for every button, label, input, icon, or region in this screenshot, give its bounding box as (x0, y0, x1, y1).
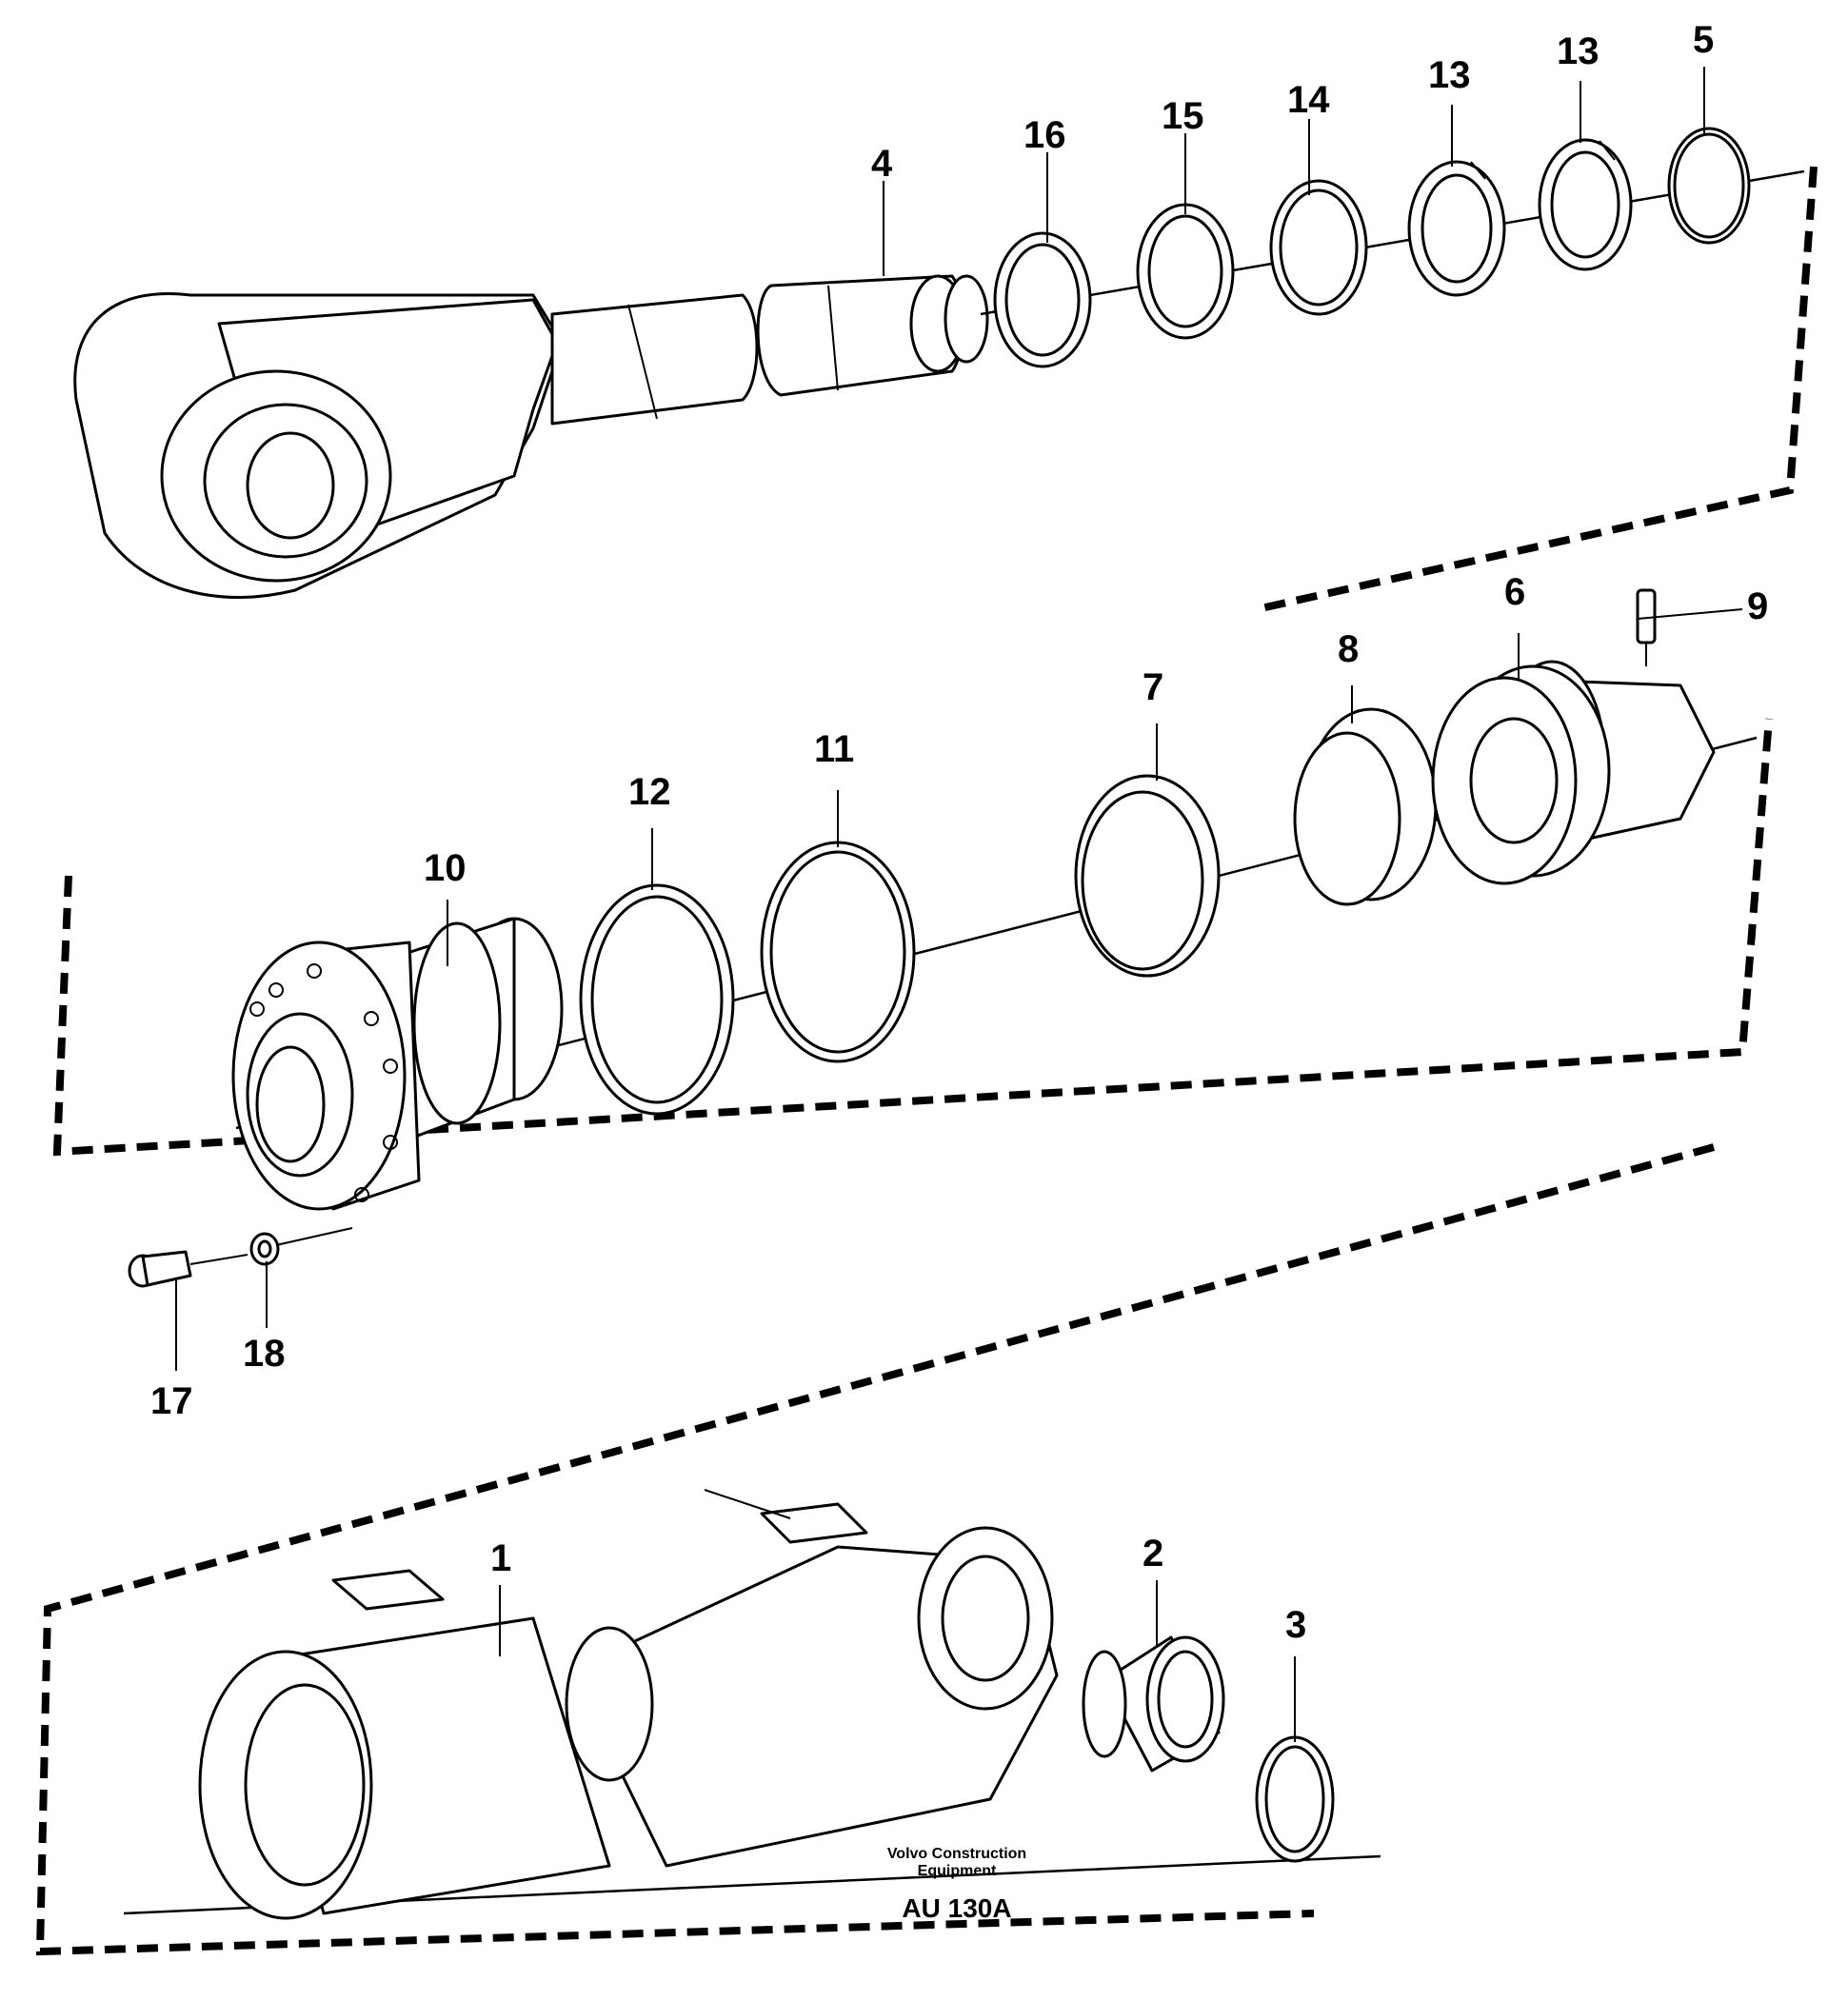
piston-rod-end-part-4 (756, 274, 989, 397)
callout-14: 14 (1287, 79, 1330, 121)
cylinder-tube-part-1 (198, 1489, 1059, 1920)
ring-5 (1667, 127, 1751, 245)
screw-part-17 (128, 1250, 248, 1288)
middle-group-frame (52, 718, 1773, 1157)
piston-part-6 (1431, 660, 1716, 885)
washer-part-18 (249, 1227, 353, 1266)
callout-7: 7 (1143, 666, 1163, 708)
callout-4: 4 (871, 143, 893, 185)
ring-15 (1136, 203, 1235, 340)
callout-13a: 13 (1428, 54, 1471, 96)
split-ring-13a (1407, 160, 1506, 297)
callout-3: 3 (1285, 1604, 1306, 1646)
credit-line-2: Equipment (918, 1863, 997, 1879)
leader-lines (175, 67, 1743, 1742)
callout-5: 5 (1693, 19, 1714, 61)
guide-band-8 (1293, 707, 1438, 906)
figure-code: AU 130A (902, 1893, 1011, 1923)
ring-12 (579, 883, 735, 1116)
credit-line-1: Volvo Construction (887, 1846, 1026, 1862)
callout-9: 9 (1747, 585, 1768, 627)
callout-16: 16 (1023, 114, 1066, 156)
ring-11 (760, 841, 916, 1063)
upper-centre-line (980, 169, 1805, 316)
callout-15: 15 (1162, 95, 1204, 137)
split-ring-13b (1538, 138, 1633, 271)
callout-1: 1 (490, 1537, 511, 1579)
upper-group-frame (1256, 166, 1818, 613)
cylinder-head-part-10 (231, 917, 564, 1211)
ring-16 (993, 231, 1092, 368)
callout-12: 12 (628, 771, 671, 813)
piston-rod-eye (73, 292, 759, 599)
ring-part-3 (1255, 1735, 1335, 1863)
callout-6: 6 (1504, 571, 1525, 613)
callout-8: 8 (1338, 628, 1359, 670)
ring-14 (1269, 179, 1368, 316)
callout-2: 2 (1143, 1533, 1163, 1575)
ring-7 (1074, 774, 1221, 978)
callout-11: 11 (814, 728, 854, 770)
bushing-part-2 (1082, 1635, 1225, 1773)
grease-nipple-part-9 (1636, 588, 1657, 666)
callout-18: 18 (243, 1333, 286, 1375)
callout-10: 10 (424, 847, 467, 889)
callout-13b: 13 (1557, 30, 1600, 72)
callout-17: 17 (150, 1380, 193, 1422)
